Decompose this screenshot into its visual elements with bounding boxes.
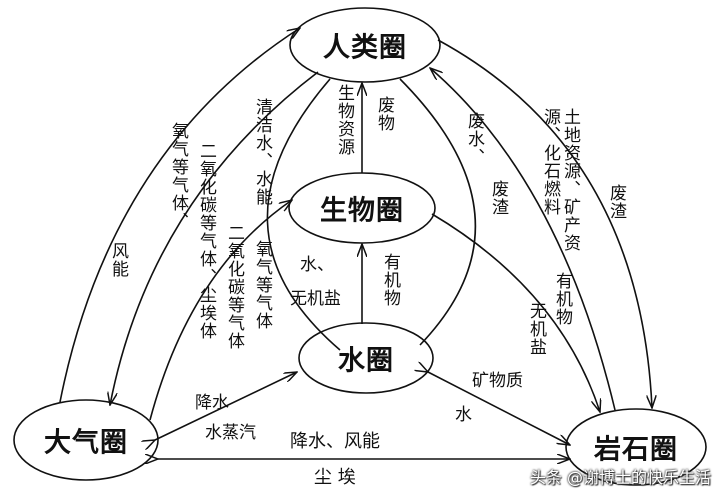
label-precipitation: 降水 (195, 393, 229, 413)
label-co2-dust: 二氧化碳等气体、尘埃体 (196, 142, 216, 340)
bio-sphere-label: 生物圈 (320, 195, 404, 227)
label-co2-gases: 二氧化碳等气体 (224, 224, 244, 350)
label-waste-water: 废水、 (464, 112, 484, 166)
label-oxygen-gases: 氧气等气体、 (168, 122, 188, 230)
watermark: 头条 @谢博士的快乐生活 (529, 468, 711, 487)
rock-sphere-ellipse (565, 408, 707, 486)
arrow-rock-to-human (430, 68, 616, 411)
label-waste: 废物 (374, 96, 394, 132)
label-land-mineral-fuel: 土地资源、矿产资源、化石燃料 (540, 108, 580, 252)
label-water-2: 水 (455, 405, 472, 425)
label-rain-wind: 降水、风能 (290, 431, 380, 452)
arrow-water-rock (428, 372, 570, 445)
water-sphere-label: 水圈 (338, 345, 394, 377)
label-inorganic-salt: 无机盐 (290, 289, 341, 309)
label-organic-matter: 有机物 (380, 253, 400, 307)
arrow-bio-to-rock (431, 213, 600, 412)
rock-sphere-label: 岩石圈 (594, 434, 678, 466)
label-minerals: 矿物质 (472, 371, 523, 391)
arrow-human-to-rock (437, 39, 652, 408)
arrow-atmos-water (155, 372, 297, 440)
human-loop-arc (266, 78, 477, 351)
label-waste-residue-2: 废渣 (606, 184, 626, 220)
atmos-sphere-label: 大气圈 (44, 427, 128, 459)
arrow-human-to-atmos (110, 71, 319, 405)
human-sphere-label: 人类圈 (323, 32, 407, 64)
label-wind-energy: 风能 (108, 242, 128, 278)
label-waste-residue: 废渣 (488, 180, 508, 216)
water-sphere-ellipse (298, 322, 434, 394)
label-organic-matter-2: 有机物 (552, 272, 572, 326)
label-inorganic-salt-2: 无机盐 (526, 302, 546, 356)
label-bio-resources: 生物资源 (334, 84, 354, 156)
label-water: 水、 (300, 255, 334, 275)
label-water-vapor: 水蒸汽 (205, 423, 256, 443)
label-clean-water: 清洁水、水能 (252, 98, 272, 206)
label-oxygen-gases-2: 氧气等气体 (252, 240, 272, 330)
arrow-atmos-to-human (59, 28, 300, 403)
label-dust: 尘 埃 (314, 467, 356, 488)
